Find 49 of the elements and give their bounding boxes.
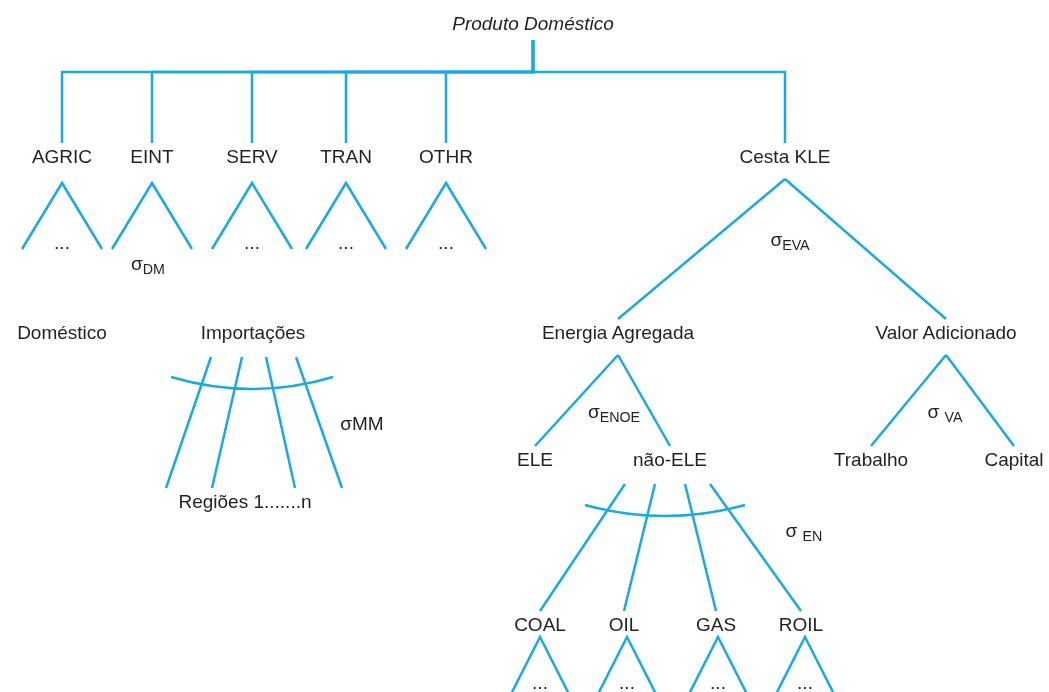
elasticity-label: σ$_{DM}$ [131, 252, 165, 276]
node-label: Trabalho [833, 448, 909, 472]
tree-line [531, 40, 787, 143]
node-label: ELE [517, 448, 553, 472]
tree-line [617, 178, 786, 320]
elasticity-label: ... [54, 231, 70, 255]
elasticity-label: ... [438, 231, 454, 255]
tree-line [210, 356, 244, 489]
node-label: OIL [608, 613, 640, 637]
node-label: Energia Agregada [541, 321, 695, 345]
elasticity-label: ... [710, 671, 726, 692]
tree-line [709, 483, 802, 612]
node-label: Valor Adicionado [875, 321, 1017, 345]
node-label: AGRIC [31, 145, 93, 169]
elasticity-label: ... [619, 671, 635, 692]
node-label: TRAN [320, 145, 372, 169]
node-label: ROIL [778, 613, 824, 637]
tree-line [264, 356, 297, 489]
elasticity-label: ... [244, 231, 260, 255]
node-label: não-ELE [633, 448, 707, 472]
node-label: OTHR [419, 145, 473, 169]
tree-line [534, 354, 619, 447]
node-label: Doméstico [17, 321, 107, 345]
tree-line [870, 354, 947, 447]
tree-line [616, 354, 672, 447]
elasticity-label: ... [532, 671, 548, 692]
elasticity-label: ... [338, 231, 354, 255]
node-label: Capital [984, 448, 1044, 472]
node-label: Cesta KLE [739, 145, 831, 169]
tree-line [294, 356, 344, 489]
elasticity-label: ... [797, 671, 813, 692]
node-label: EINT [130, 145, 174, 169]
node-label: COAL [514, 613, 566, 637]
elasticity-label: σ$_{EVA}$ [770, 228, 810, 252]
elasticity-label: σ $_{VA}$ [927, 400, 963, 424]
elasticity-label: σMM [340, 412, 384, 436]
elasticity-label: σ$_{ENOE}$ [587, 400, 641, 424]
node-label: Importações [200, 321, 306, 345]
elasticity-label: σ $_{EN}$ [785, 519, 823, 543]
node-label: Regiões 1.......n [143, 490, 347, 514]
tree-line [164, 356, 213, 489]
tree-line [784, 178, 947, 320]
tree-line [538, 483, 627, 612]
node-label: GAS [695, 613, 737, 637]
node-label: SERV [226, 145, 278, 169]
tree-line [683, 483, 718, 612]
tree-line [622, 483, 657, 612]
node-label: Produto Doméstico [452, 12, 614, 36]
tree-line [945, 354, 1015, 447]
